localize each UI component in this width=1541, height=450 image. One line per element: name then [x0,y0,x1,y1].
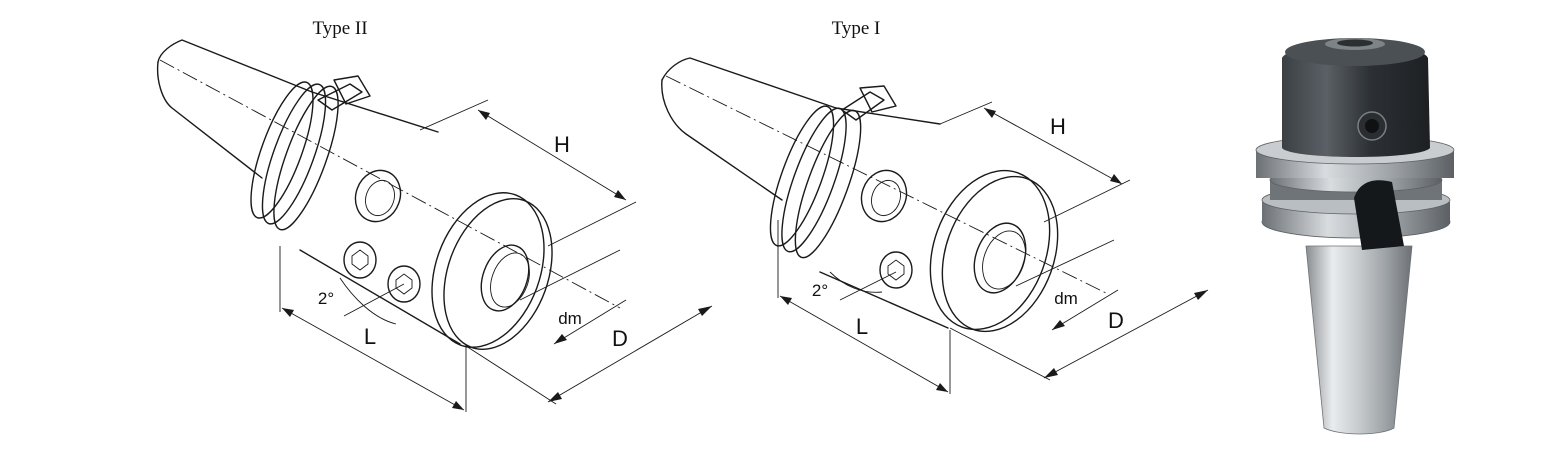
taper-shank [1305,245,1413,435]
type-two-dimension-l: L [279,246,467,412]
type-one-label-angle: 2° [812,281,828,300]
type-two-dimension-d: D [465,305,713,405]
type-one-dimension-h: H [939,101,1131,223]
type-one-dimension-dm: dm [1015,239,1119,331]
tool-holder-photo [1255,38,1455,435]
type-one-drawing: Type I H [661,18,1209,394]
type-two-label-h: H [554,132,570,157]
type-two-body-outline [156,39,553,350]
type-two-label-d: D [612,326,628,351]
type-one-dimension-d: D [949,289,1209,381]
type-one-label-l: L [856,314,868,339]
type-one-center-axis [665,75,1109,295]
type-one-label-dm: dm [1054,289,1078,308]
drive-key-slot [1354,180,1404,250]
type-two-drawing: Type II [156,18,713,412]
type-one-title: Type I [832,18,881,39]
type-one-angle: 2° [812,271,897,301]
type-one-dimension-l: L [777,220,951,394]
type-two-center-axis [159,59,621,309]
type-two-label-l: L [364,324,376,349]
type-two-dimension-dm: dm [519,249,627,345]
type-two-label-dm: dm [558,309,582,328]
type-one-body-outline [661,57,1059,333]
type-two-label-angle: 2° [318,289,334,308]
collet-body [1282,44,1430,157]
type-one-label-h: H [1050,114,1066,139]
type-two-dimension-h: H [419,99,637,247]
type-one-label-d: D [1108,308,1124,333]
type-two-angle: 2° [318,277,405,325]
type-two-title: Type II [312,18,367,39]
